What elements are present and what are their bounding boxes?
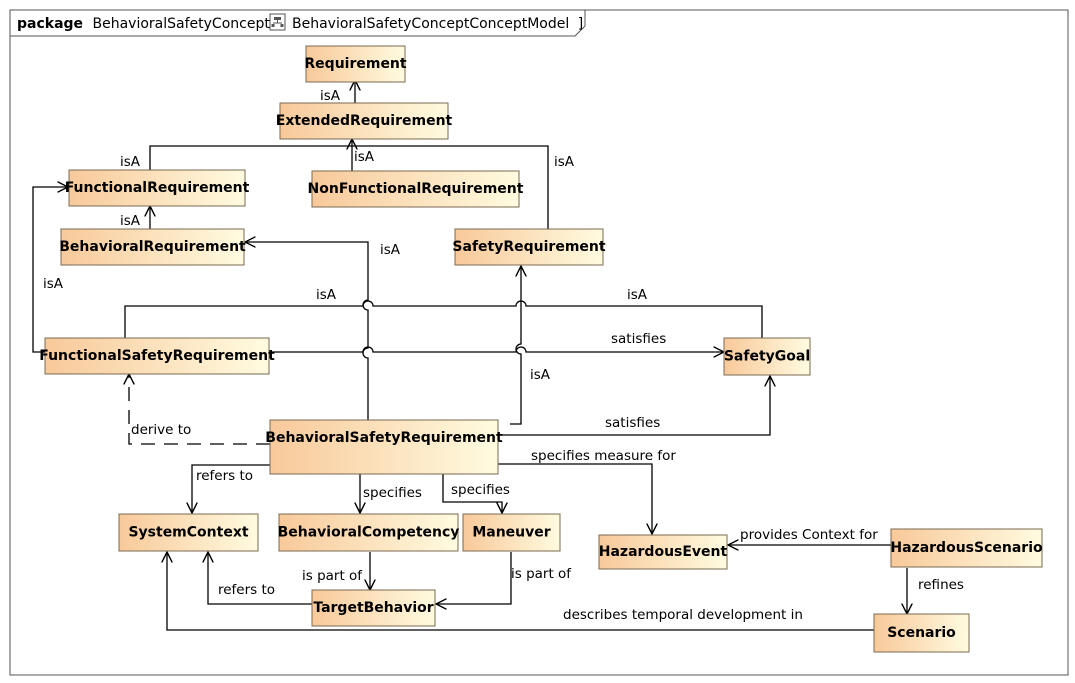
edge-behavioralsafety-isa-behavioral [245,242,369,420]
node-extended-requirement-label: ExtendedRequirement [276,113,453,129]
node-maneuver[interactable]: Maneuver [462,513,561,552]
node-functional-requirement-label: FunctionalRequirement [65,180,250,196]
label-isa-behavioralsafety: isA [380,242,401,258]
package-bracket-close: ] [578,16,583,32]
edge-behavioralsafety-refers-systemcontext [192,464,275,513]
label-satisfies-top: satisfies [611,331,666,347]
node-system-context[interactable]: SystemContext [118,513,259,552]
node-maneuver-label: Maneuver [472,525,550,541]
node-nonfunctional-requirement[interactable]: NonFunctionalRequirement [308,170,524,208]
node-behavioral-safety-requirement[interactable]: BehavioralSafetyRequirement [265,419,503,475]
label-specifies-measure-for: specifies measure for [531,448,676,464]
label-isa-nonfunctional: isA [354,149,375,165]
label-isa-crossbar-right: isA [627,287,648,303]
edge-derive-to [129,374,270,445]
node-scenario[interactable]: Scenario [873,613,970,653]
edge-specifies-measure-hazardousevent [498,463,652,534]
node-behavioral-safety-requirement-label: BehavioralSafetyRequirement [265,430,503,446]
node-hazardous-event[interactable]: HazardousEvent [598,534,728,570]
label-isa-safety: isA [554,154,575,170]
package-keyword: package [17,16,83,32]
node-behavioral-requirement[interactable]: BehavioralRequirement [59,228,246,266]
edge-behavioralsafety-satisfies-goal [498,376,770,436]
model-icon [269,13,286,31]
edge-labels: isA isA isA isA isA isA isA isA isA sati… [43,88,964,623]
node-safety-requirement[interactable]: SafetyRequirement [452,228,606,266]
node-functional-safety-requirement[interactable]: FunctionalSafetyRequirement [39,337,275,375]
node-target-behavior[interactable]: TargetBehavior [311,589,436,627]
edges [32,80,907,631]
edge-behavioralsafety-isa-safety [510,266,521,425]
label-isa-functional: isA [120,154,141,170]
label-isa-crossbar-left: isA [316,287,337,303]
node-hazardous-event-label: HazardousEvent [599,544,728,560]
label-refers-to-bottom: refers to [218,582,275,598]
label-specifies-competency: specifies [363,485,422,501]
label-provides-context: provides Context for [740,527,878,543]
label-describes-temporal: describes temporal development in [563,607,803,623]
label-isa-safetyreq: isA [530,367,551,383]
node-functional-requirement[interactable]: FunctionalRequirement [65,169,250,207]
label-isa-functionalsafety: isA [43,276,64,292]
node-requirement[interactable]: Requirement [304,45,407,83]
label-specifies-maneuver: specifies [451,482,510,498]
edge-isa-crossbar [124,300,763,340]
node-safety-requirement-label: SafetyRequirement [452,239,605,255]
label-is-part-of-left: is part of [302,568,363,584]
svg-text:package BehavioralSafety: package BehavioralSafetyConcept [ [17,16,283,32]
node-behavioral-requirement-label: BehavioralRequirement [59,239,246,255]
node-scenario-label: Scenario [887,625,956,641]
nodes: Requirement ExtendedRequirement Function… [39,45,1043,653]
label-isa-requirement: isA [320,88,341,104]
label-satisfies-bottom: satisfies [605,415,660,431]
edge-functionalsafety-satisfies-goal [270,347,724,352]
label-refers-to-top: refers to [196,468,253,484]
package-model-name: BehavioralSafetyConceptConceptModel [292,16,569,32]
node-extended-requirement[interactable]: ExtendedRequirement [276,102,453,140]
node-hazardous-scenario[interactable]: HazardousScenario [890,528,1043,568]
label-derive-to: derive to [131,422,191,438]
node-safety-goal-label: SafetyGoal [724,349,810,365]
edge-specifies-maneuver [442,473,502,513]
node-safety-goal[interactable]: SafetyGoal [723,337,811,376]
svg-text:BehavioralSafetyConceptConcept: BehavioralSafetyConceptConceptModel ] [292,16,583,32]
node-nonfunctional-requirement-label: NonFunctionalRequirement [308,181,524,197]
node-system-context-label: SystemContext [128,525,248,541]
package-frame: package BehavioralSafetyConcept [ Behavi… [9,9,1069,676]
node-hazardous-scenario-label: HazardousScenario [890,540,1043,556]
label-is-part-of-right: is part of [511,566,572,582]
label-isa-behavioral: isA [120,213,141,229]
node-behavioral-competency-label: BehavioralCompetency [278,525,460,541]
edge-functional-isa-extended [149,145,352,170]
package-name: BehavioralSafetyConcept [93,16,271,32]
edge-scenario-describes-systemcontext [167,552,874,631]
node-target-behavior-label: TargetBehavior [313,600,433,616]
edge-functionalsafety-isa-functional [32,187,68,353]
edge-safety-isa-extended [352,145,549,229]
node-requirement-label: Requirement [304,56,407,72]
edge-maneuver-part-of-target [436,552,512,604]
node-functional-safety-requirement-label: FunctionalSafetyRequirement [39,348,275,364]
label-refines: refines [918,577,964,593]
edge-target-refers-systemcontext [208,552,312,605]
node-behavioral-competency[interactable]: BehavioralCompetency [278,513,460,552]
